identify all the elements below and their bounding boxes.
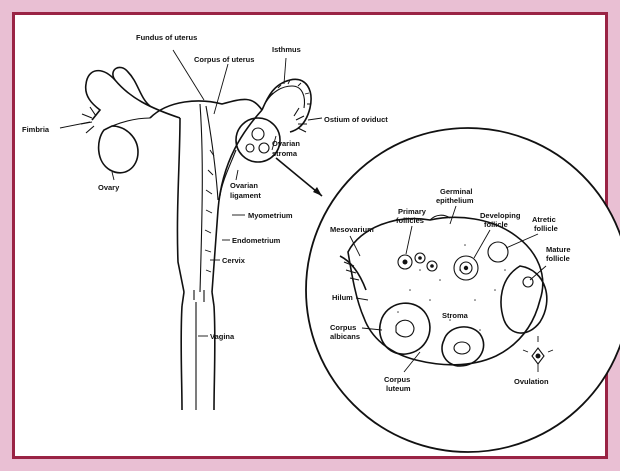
- label-atretic-1: Atretic: [532, 215, 556, 224]
- label-developing-2: follicle: [484, 220, 508, 229]
- label-ovary: Ovary: [98, 183, 120, 192]
- label-luteum-2: luteum: [386, 384, 411, 393]
- label-cervix: Cervix: [222, 256, 246, 265]
- label-germinal-2: epithelium: [436, 196, 474, 205]
- label-atretic-2: follicle: [534, 224, 558, 233]
- label-primary-2: follicles: [396, 216, 424, 225]
- label-vagina: Vagina: [210, 332, 235, 341]
- label-mature-2: follicle: [546, 254, 570, 263]
- label-corpus: Corpus of uterus: [194, 55, 254, 64]
- label-fundus: Fundus of uterus: [136, 33, 197, 42]
- label-ovarian-ligament-2: ligament: [230, 191, 261, 200]
- label-germinal-1: Germinal: [440, 187, 473, 196]
- label-mesovarium: Mesovarium: [330, 225, 374, 234]
- label-mature-1: Mature: [546, 245, 571, 254]
- label-myometrium: Myometrium: [248, 211, 293, 220]
- uterus-leaders: [60, 50, 322, 336]
- label-ovulation: Ovulation: [514, 377, 549, 386]
- label-ovarian-stroma-2: stroma: [272, 149, 298, 158]
- ovary-magnified: [306, 128, 620, 452]
- label-ovarian-ligament-1: Ovarian: [230, 181, 258, 190]
- label-stroma: Stroma: [442, 311, 469, 320]
- label-ovarian-stroma-1: Ovarian: [272, 139, 300, 148]
- label-albicans-2: albicans: [330, 332, 360, 341]
- uterus-drawing: [81, 67, 322, 410]
- label-developing-1: Developing: [480, 211, 521, 220]
- label-ostium: Ostium of oviduct: [324, 115, 388, 124]
- label-isthmus: Isthmus: [272, 45, 301, 54]
- label-endometrium: Endometrium: [232, 236, 281, 245]
- label-primary-1: Primary: [398, 207, 427, 216]
- label-fimbria: Fimbria: [22, 125, 50, 134]
- label-hilum: Hilum: [332, 293, 353, 302]
- label-albicans-1: Corpus: [330, 323, 356, 332]
- label-luteum-1: Corpus: [384, 375, 410, 384]
